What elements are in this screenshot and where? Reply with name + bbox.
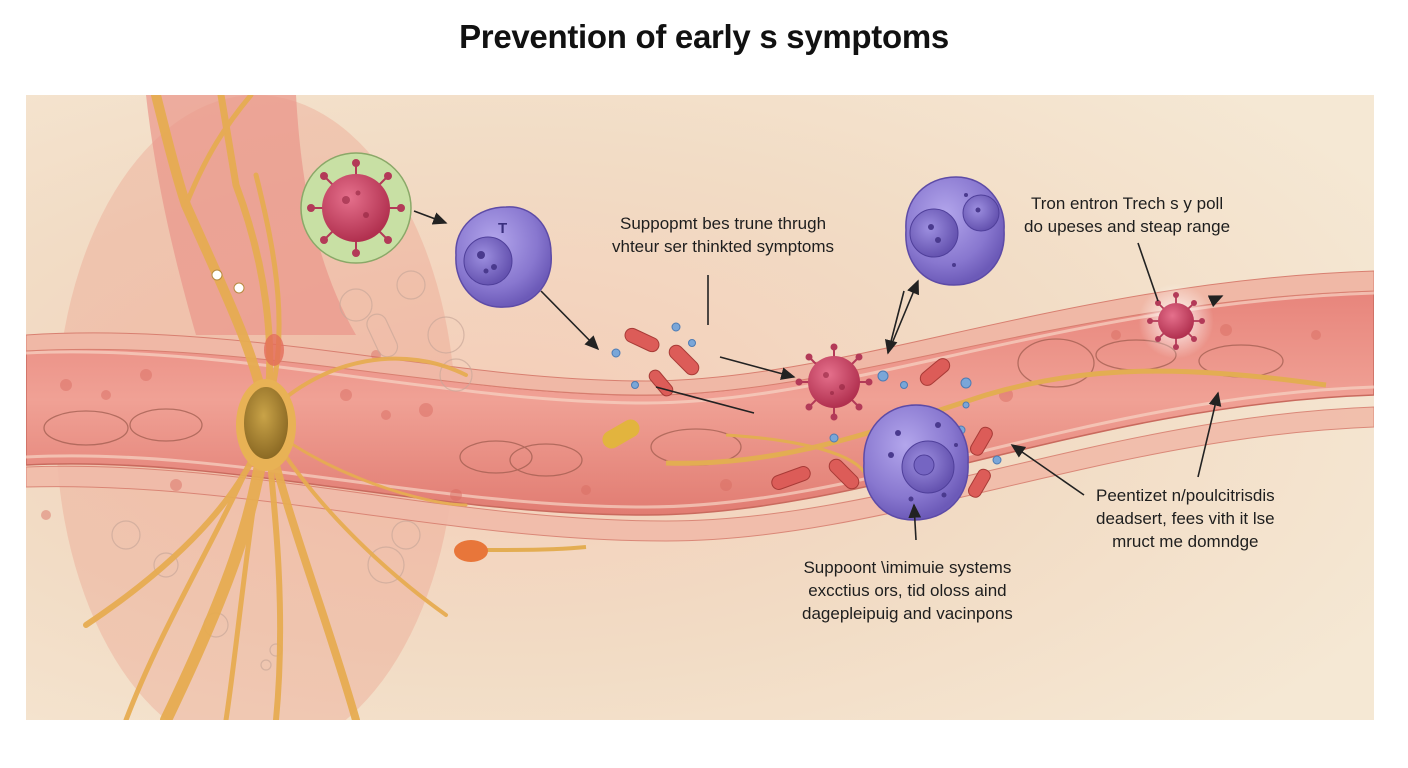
upper-vessel	[26, 270, 1374, 396]
bacterium	[454, 540, 488, 562]
arrow-to-virus	[719, 356, 796, 380]
background-cells	[111, 270, 473, 671]
label-top-right: Tron entron Trech s y poll do upeses and…	[1024, 192, 1230, 238]
pointer-rbc	[655, 386, 755, 414]
page-title: Prevention of early s symptoms	[459, 18, 949, 55]
yellow-cell	[602, 419, 640, 449]
label-bottom-right-line-1: Peentizet n/poulcitrisdis	[1096, 486, 1275, 505]
label-bottom-right: Peentizet n/poulcitrisdis deadsert, fees…	[1096, 484, 1275, 553]
virus-in-green-circle	[300, 152, 412, 264]
arrow-vessel-to-immune	[887, 279, 919, 354]
arrow-immune-to-vessel	[885, 290, 905, 355]
pointer-top-right	[1137, 242, 1159, 302]
arrow-right-fiber	[1197, 391, 1222, 478]
immune-cell-bottom	[863, 404, 969, 521]
label-top-right-line-1: Tron entron Trech s y poll	[1030, 194, 1224, 213]
arrow-bottom-center	[908, 503, 922, 541]
t-cell: T	[455, 206, 552, 308]
t-cell-letter: T	[498, 220, 507, 237]
virus-center	[795, 343, 873, 421]
arrow-bottom-right	[1010, 444, 1085, 496]
illustration-panel: T	[26, 95, 1374, 720]
label-top-right-line-2: do upeses and steap range	[1024, 217, 1231, 236]
label-bottom-right-line-2: deadsert, fees vith it lse	[1096, 509, 1275, 528]
label-top-center: Suppopmt bes trune thrugh vhteur ser thi…	[612, 212, 834, 258]
label-bottom-center-line-1: Suppoont \imimuie systems	[803, 558, 1012, 577]
label-bottom-center-line-2: excctius ors, tid oloss aind	[808, 581, 1007, 600]
virus-glowing	[1138, 283, 1214, 359]
arrow-tcell-to-vessel	[540, 290, 600, 351]
vertical-vessel	[146, 95, 356, 335]
vessel-texture	[41, 324, 1321, 520]
lower-vessel	[26, 406, 1374, 542]
label-bottom-center: Suppoont \imimuie systems excctius ors, …	[802, 556, 1013, 625]
label-top-center-line-2: vhteur ser thinkted symptoms	[612, 237, 835, 256]
label-bottom-right-line-3: mruct me domndge	[1112, 532, 1259, 551]
arrow-small-top-right	[1207, 295, 1224, 308]
annotation-arrows	[413, 210, 1224, 541]
arrow-virus-to-tcell	[413, 210, 448, 225]
nerve-soma	[244, 387, 288, 459]
immune-cell-top	[905, 176, 1005, 286]
illustration-svg: T	[26, 95, 1374, 720]
label-top-center-line-1: Suppopmt bes trune thrugh	[620, 214, 827, 233]
nerve-fiber	[665, 368, 1327, 466]
nerve-cell	[83, 95, 468, 720]
label-bottom-center-line-3: dagepleipuig and vacinpons	[802, 604, 1013, 623]
